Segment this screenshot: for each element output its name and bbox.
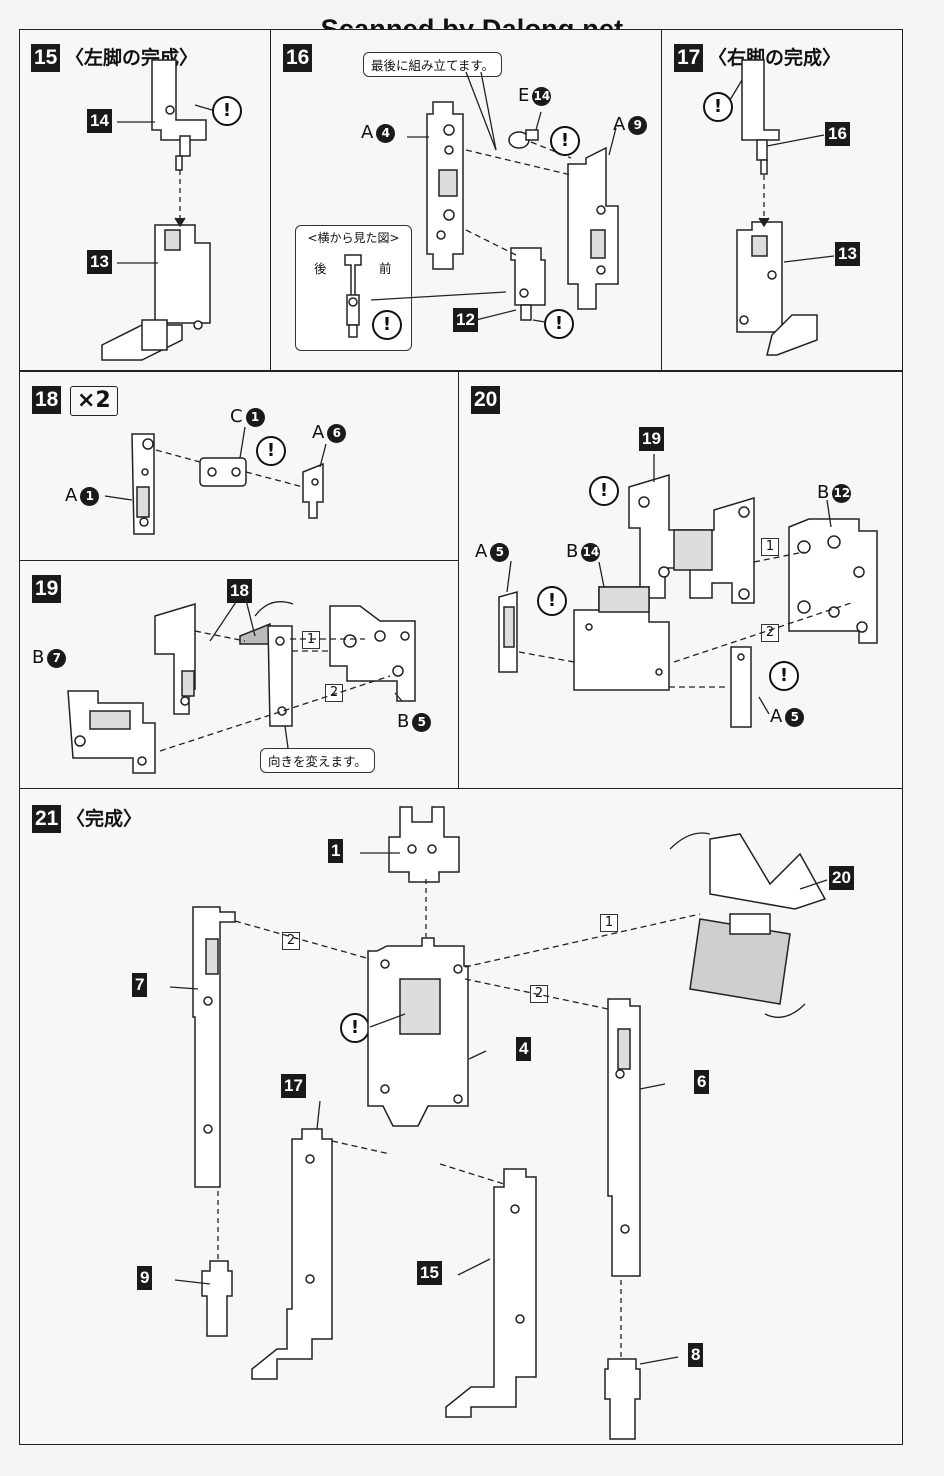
part-tag-7: 7 bbox=[132, 973, 148, 997]
runner-letter: C bbox=[230, 406, 243, 427]
step-19-illustration bbox=[67, 595, 416, 774]
part-label-a1: A 1 bbox=[65, 485, 100, 507]
runner-letter: B bbox=[32, 647, 45, 668]
step-number: 15 bbox=[31, 44, 61, 72]
warning-icon: ! bbox=[703, 92, 733, 122]
runner-letter: A bbox=[770, 706, 783, 727]
runner-letter: B bbox=[397, 711, 410, 732]
warning-icon: ! bbox=[589, 476, 619, 506]
sequence-marker-2: 2 bbox=[325, 684, 343, 702]
part-number-circle: 14 bbox=[532, 86, 552, 106]
side-view-front-label: 前 bbox=[379, 261, 392, 276]
warning-icon: ! bbox=[372, 310, 402, 340]
left-leg-illustration bbox=[101, 59, 213, 361]
part-tag-16: 16 bbox=[825, 122, 850, 146]
step-number: 19 bbox=[32, 575, 62, 603]
step-number: 20 bbox=[471, 386, 501, 414]
sequence-marker-1: 1 bbox=[600, 914, 618, 932]
warning-icon: ! bbox=[537, 586, 567, 616]
part-tag-15: 15 bbox=[417, 1261, 442, 1285]
runner-letter: B bbox=[817, 482, 830, 503]
part-number-circle: 12 bbox=[832, 483, 852, 503]
step-number: 17 bbox=[674, 44, 704, 72]
part-tag-13: 13 bbox=[835, 242, 860, 266]
part-label-b14: B 14 bbox=[566, 541, 601, 563]
runner-letter: A bbox=[65, 485, 78, 506]
quantity-multiplier: ×2 bbox=[70, 386, 118, 416]
step-16-panel: 16 最後に組み立てます。 A 4 E 14 A 9 ! ! 12 <横から見た… bbox=[270, 29, 662, 371]
part-label-c1: C 1 bbox=[230, 406, 265, 428]
step-20-illustration bbox=[498, 454, 878, 728]
part-tag-19: 19 bbox=[639, 427, 664, 451]
part-label-b12: B 12 bbox=[817, 482, 852, 504]
part-label-a6: A 6 bbox=[312, 422, 347, 444]
part-number-circle: 6 bbox=[327, 423, 347, 443]
warning-icon: ! bbox=[544, 309, 574, 339]
instruction-note: 向きを変えます。 bbox=[260, 748, 375, 773]
step-19-panel: 19 18 1 2 向きを変えます。 B 7 B 5 bbox=[19, 560, 459, 789]
right-leg-illustration bbox=[729, 59, 835, 356]
part-number-circle: 5 bbox=[490, 542, 510, 562]
part-tag-8: 8 bbox=[688, 1343, 704, 1367]
part-number-circle: 1 bbox=[80, 486, 100, 506]
step-21-panel: 21 〈完成〉 1 20 7 4 6 17 15 9 8 2 1 2 ! bbox=[19, 788, 903, 1445]
warning-icon: ! bbox=[256, 436, 286, 466]
part-tag-1: 1 bbox=[328, 839, 344, 863]
part-tag-12: 12 bbox=[453, 308, 478, 332]
part-tag-14: 14 bbox=[87, 109, 112, 133]
runner-letter: A bbox=[361, 122, 374, 143]
warning-icon: ! bbox=[769, 661, 799, 691]
part-number-circle: 14 bbox=[581, 542, 601, 562]
step-20-panel: 20 19 1 2 ! ! ! A 5 B 14 B 12 A 5 bbox=[458, 371, 903, 789]
part-number-circle: 5 bbox=[412, 712, 432, 732]
part-number-circle: 4 bbox=[376, 123, 396, 143]
step-number: 21 bbox=[32, 805, 62, 833]
sequence-marker-1: 1 bbox=[761, 538, 779, 556]
step-15-panel: 15 〈左脚の完成〉 14 13 ! bbox=[19, 29, 271, 371]
side-view-title: <横から見た図> bbox=[307, 231, 400, 245]
part-label-a4: A 4 bbox=[361, 122, 396, 144]
part-label-a5-second: A 5 bbox=[770, 706, 805, 728]
instruction-note: 最後に組み立てます。 bbox=[363, 52, 503, 77]
part-tag-18: 18 bbox=[227, 579, 252, 603]
runner-letter: A bbox=[475, 541, 488, 562]
runner-letter: A bbox=[312, 422, 325, 443]
step-number: 16 bbox=[283, 44, 313, 72]
step-18-illustration bbox=[104, 426, 327, 535]
part-number-circle: 1 bbox=[245, 407, 265, 427]
step-title: 〈完成〉 bbox=[66, 808, 143, 830]
step-16-illustration bbox=[344, 71, 619, 338]
part-label-a5: A 5 bbox=[475, 541, 510, 563]
warning-icon: ! bbox=[212, 96, 242, 126]
final-assembly-illustration bbox=[169, 806, 828, 1440]
part-label-b7: B 7 bbox=[32, 647, 67, 669]
part-number-circle: 7 bbox=[47, 648, 67, 668]
part-number-circle: 9 bbox=[628, 115, 648, 135]
part-label-b5: B 5 bbox=[397, 711, 432, 733]
runner-letter: E bbox=[518, 85, 530, 106]
part-number-circle: 5 bbox=[785, 707, 805, 727]
part-tag-6: 6 bbox=[694, 1070, 710, 1094]
part-label-e14: E 14 bbox=[518, 85, 552, 107]
part-tag-4: 4 bbox=[516, 1037, 532, 1061]
warning-icon: ! bbox=[340, 1013, 370, 1043]
part-tag-9: 9 bbox=[137, 1266, 153, 1290]
part-tag-17: 17 bbox=[281, 1074, 306, 1098]
side-view-back-label: 後 bbox=[314, 261, 327, 276]
warning-icon: ! bbox=[550, 126, 580, 156]
step-17-panel: 17 〈右脚の完成〉 16 13 ! bbox=[661, 29, 903, 371]
step-number: 18 bbox=[32, 386, 62, 414]
sequence-marker-2-left: 2 bbox=[282, 932, 300, 950]
part-tag-20: 20 bbox=[829, 866, 854, 890]
runner-letter: B bbox=[566, 541, 579, 562]
part-tag-13: 13 bbox=[87, 250, 112, 274]
step-18-panel: 18 ×2 C 1 A 6 A 1 ! bbox=[19, 371, 459, 561]
